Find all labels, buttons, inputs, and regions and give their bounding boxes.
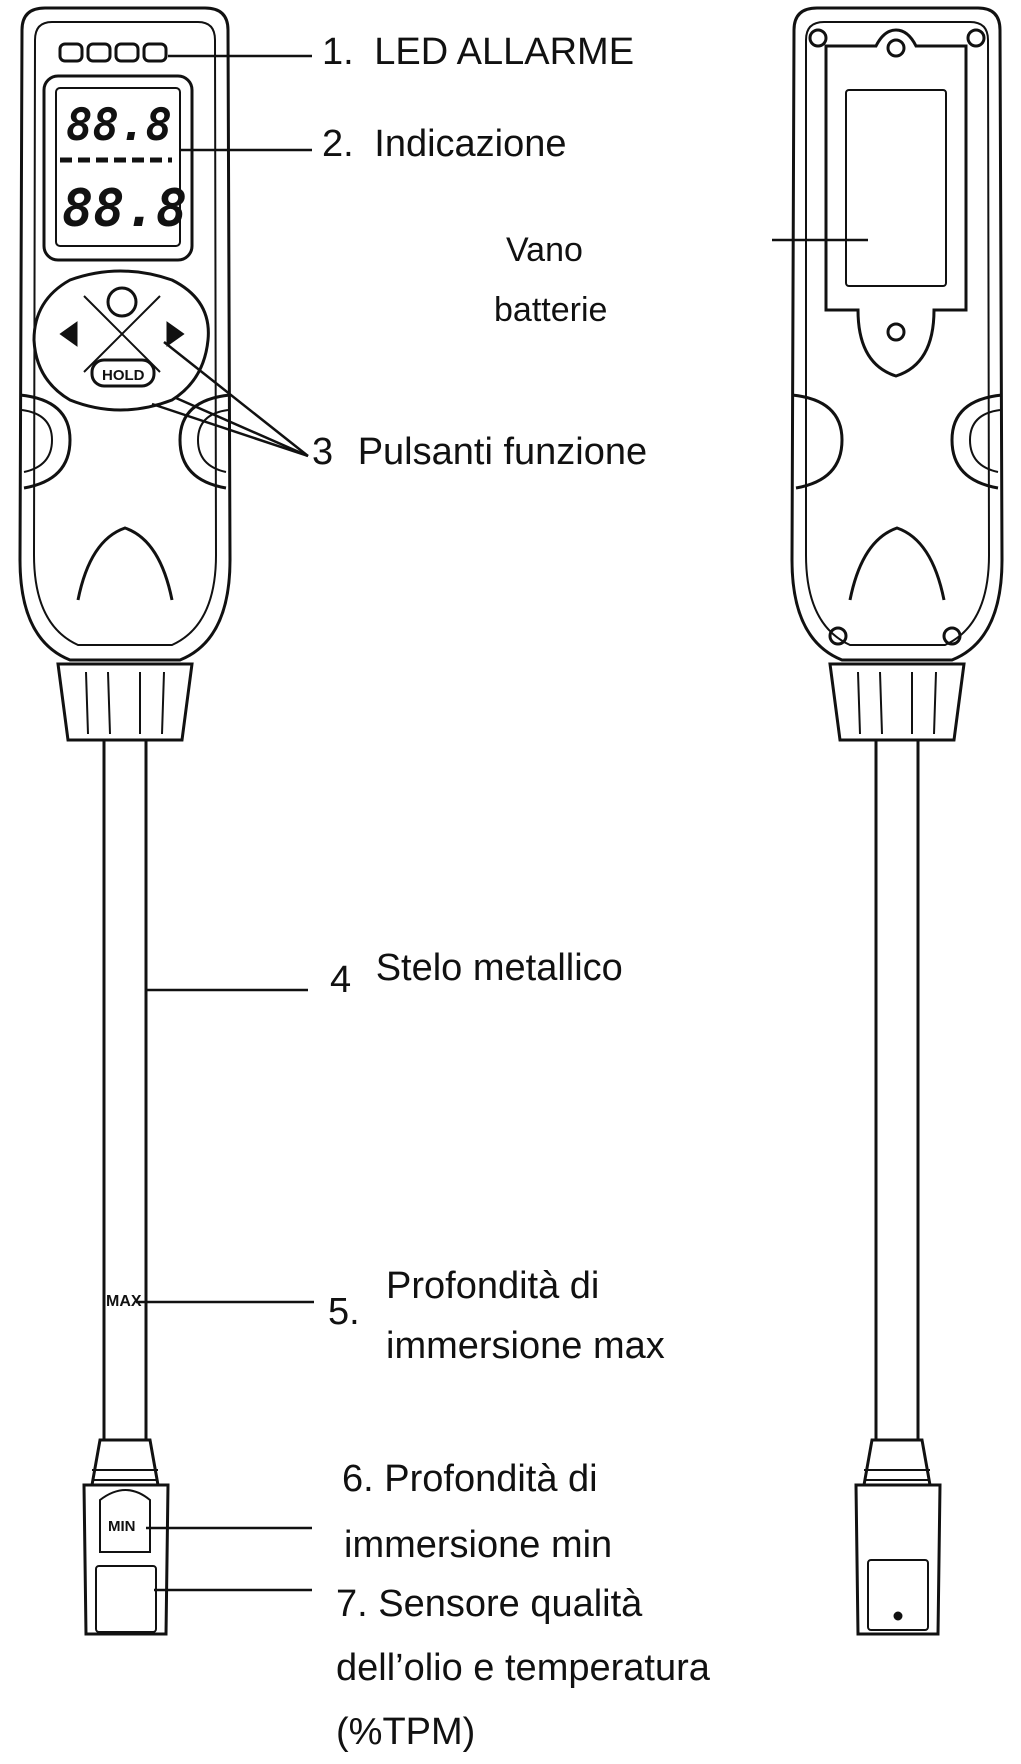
label-display: 2. Indicazione xyxy=(322,122,567,168)
label-led-number: 1. xyxy=(322,31,354,73)
back-body-inner xyxy=(805,21,991,646)
back-shaft xyxy=(874,740,920,1440)
label-display-number: 2. xyxy=(322,123,354,165)
front-grip-right xyxy=(178,393,231,490)
back-grip-right xyxy=(950,393,1003,490)
led-1 xyxy=(58,42,84,63)
back-view xyxy=(790,6,1004,1636)
lcd-screen xyxy=(55,87,181,247)
front-view: 88.8 88.8 HOLD MAX MIN xyxy=(18,6,232,1636)
label-sensor-line3: (%TPM) xyxy=(336,1711,476,1753)
back-body-outline xyxy=(790,6,1004,662)
label-buttons: 3 Pulsanti funzione xyxy=(312,430,647,476)
leader-buttons-2 xyxy=(175,396,309,458)
front-body-outline xyxy=(18,6,232,662)
front-neck-rings xyxy=(92,1469,158,1481)
label-led-text: LED ALLARME xyxy=(374,31,635,73)
leader-lines xyxy=(136,54,868,1592)
screw-top-center xyxy=(886,38,906,58)
lcd-top-digits: 88.8 xyxy=(66,100,172,151)
led-4 xyxy=(142,42,168,63)
label-min-depth-line1: 6. Profondità di xyxy=(342,1458,598,1500)
label-max-depth-line2: immersione max xyxy=(386,1324,665,1367)
label-min-depth-line2: immersione min xyxy=(344,1524,613,1566)
hold-button-label: HOLD xyxy=(102,367,145,384)
front-shaft xyxy=(102,740,148,1440)
button-pad-outline xyxy=(32,269,210,412)
label-buttons-text: Pulsanti funzione xyxy=(357,431,648,473)
screw-middle xyxy=(886,322,906,342)
label-buttons-number: 3 xyxy=(312,431,334,473)
label-led: 1. LED ALLARME xyxy=(322,30,634,76)
front-body-inner xyxy=(32,21,218,646)
min-mark: MIN xyxy=(108,1518,136,1535)
front-collar xyxy=(56,662,194,742)
label-battery: Vano batterie xyxy=(494,220,607,340)
power-button xyxy=(106,286,138,318)
front-sensor-head xyxy=(82,1483,170,1636)
back-grip-right-inner xyxy=(968,409,1001,473)
label-min-depth: 6. Profondità di immersione min xyxy=(342,1446,612,1578)
front-sensor-tip xyxy=(95,1565,157,1633)
label-battery-line1: Vano xyxy=(506,231,583,269)
label-sensor: 7. Sensore qualità dell’olio e temperatu… xyxy=(336,1572,710,1764)
back-neck-rings xyxy=(864,1469,930,1481)
battery-cover xyxy=(824,28,968,378)
front-grip-left xyxy=(19,393,72,490)
front-bottom-arch xyxy=(76,526,174,601)
label-shaft: 4 Stelo metallico xyxy=(330,946,623,1001)
label-max-depth: 5. Profondità di immersione max xyxy=(328,1264,665,1369)
back-collar xyxy=(828,662,966,742)
battery-window xyxy=(845,89,947,287)
label-shaft-number: 4 xyxy=(330,959,352,1001)
screw-bottom-right xyxy=(942,626,962,646)
max-mark: MAX xyxy=(106,1293,142,1310)
label-display-text: Indicazione xyxy=(374,123,567,165)
screw-top-right xyxy=(966,28,986,48)
back-collar-ribs xyxy=(857,671,937,735)
hold-button xyxy=(90,358,156,388)
label-shaft-text: Stelo metallico xyxy=(375,947,623,989)
lcd-bottom-digits: 88.8 xyxy=(62,179,187,239)
back-sensor-dot xyxy=(893,1611,903,1621)
right-arrow-icon xyxy=(166,321,185,347)
back-sensor-tip xyxy=(867,1559,929,1631)
label-sensor-line1: 7. Sensore qualità xyxy=(336,1583,643,1625)
leader-buttons-1 xyxy=(163,341,309,457)
label-max-depth-line1: Profondità di xyxy=(386,1265,600,1307)
back-bottom-arch xyxy=(848,526,946,601)
label-sensor-line2: dell’olio e temperatura xyxy=(336,1647,710,1689)
front-collar-ribs xyxy=(85,671,165,735)
back-neck xyxy=(862,1438,932,1487)
front-grip-left-inner xyxy=(21,409,54,473)
lcd-frame xyxy=(42,74,194,262)
led-2 xyxy=(86,42,112,63)
leader-buttons-3 xyxy=(151,402,309,458)
button-cross xyxy=(83,295,161,373)
label-battery-line2: batterie xyxy=(494,291,608,329)
label-max-depth-number: 5. xyxy=(328,1291,360,1333)
screw-top-left xyxy=(808,28,828,48)
back-grip-left xyxy=(791,393,844,490)
led-3 xyxy=(114,42,140,63)
screw-bottom-left xyxy=(828,626,848,646)
back-sensor-head xyxy=(854,1483,942,1636)
front-neck xyxy=(90,1438,160,1487)
left-arrow-icon xyxy=(59,321,78,347)
front-sensor-window xyxy=(99,1489,151,1553)
